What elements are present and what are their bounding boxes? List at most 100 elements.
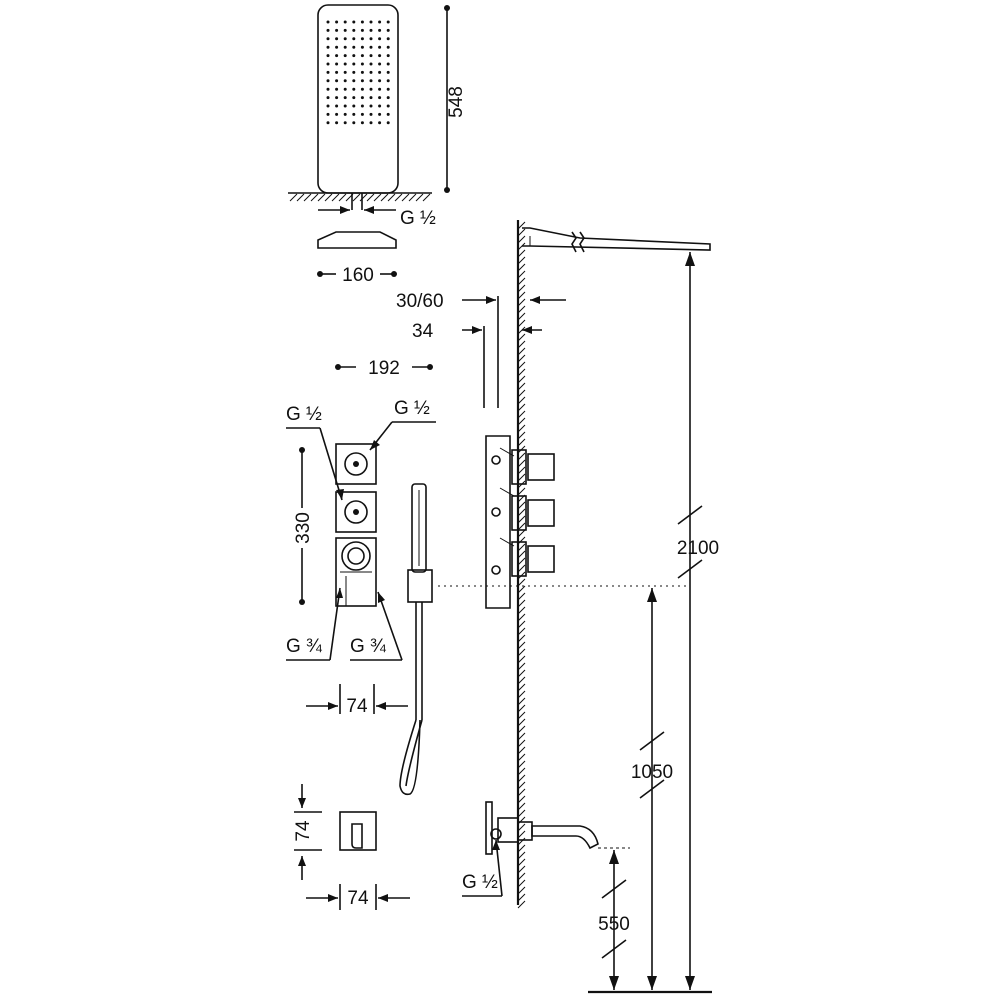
wall-hatch-line (517, 844, 526, 853)
floor-hatch-line (422, 193, 431, 202)
wall-hatch-line (517, 690, 526, 699)
nozzle-dot (386, 37, 390, 41)
nozzle-dot (343, 37, 347, 41)
nozzle-dot (343, 96, 347, 100)
nozzle-dot (335, 28, 339, 32)
dim-550-label: 550 (598, 914, 630, 935)
dim-g12-left: G ½ (286, 404, 344, 501)
wall-hatch-line (517, 606, 526, 615)
floor-hatch-line (387, 193, 396, 202)
wall-hatch-line (517, 515, 526, 524)
wall-hatch-line (517, 368, 526, 377)
wall-hatch-line (517, 886, 526, 895)
nozzle-dot (335, 62, 339, 66)
dim-330-label: 330 (293, 512, 314, 544)
nozzle-dot (343, 70, 347, 74)
nozzle-dot (369, 37, 373, 41)
dim-g34-right: G ¾ (350, 591, 403, 661)
nozzle-dot (386, 45, 390, 49)
floor-hatch-line (289, 193, 298, 202)
nozzle-dot (335, 54, 339, 58)
diverter-module (339, 811, 377, 851)
wall-hatch-line (517, 858, 526, 867)
wall-hatch-line (517, 578, 526, 587)
wall-hatch-line (517, 228, 526, 237)
wall-hatch-line (517, 837, 526, 846)
floor-hatch-line (331, 193, 340, 202)
nozzle-dot (352, 121, 356, 125)
nozzle-dot (352, 70, 356, 74)
nozzle-dot (352, 112, 356, 116)
wall-hatch-line (517, 746, 526, 755)
nozzle-dot (335, 87, 339, 91)
nozzle-dot (326, 96, 330, 100)
dim-g12-top: G ½ (318, 206, 436, 229)
side-mixer-body (485, 435, 555, 609)
floor-hatch-line (394, 193, 403, 202)
wall-hatch-line (517, 865, 526, 874)
nozzle-dot (369, 45, 373, 49)
nozzle-dot (378, 37, 382, 41)
nozzle-dot (378, 79, 382, 83)
wall-hatch-line (517, 872, 526, 881)
wall-hatch-line (517, 613, 526, 622)
dim-g12-right-label: G ½ (394, 398, 430, 419)
nozzle-dot (335, 20, 339, 24)
wall-hatch-line (517, 655, 526, 664)
wall-hatch-line (517, 326, 526, 335)
nozzle-dot (369, 104, 373, 108)
nozzle-dot (378, 45, 382, 49)
wall-hatch-line (517, 767, 526, 776)
nozzle-dot (386, 79, 390, 83)
floor-hatch-line (317, 193, 326, 202)
nozzle-dot (386, 28, 390, 32)
wall-hatch-line (517, 291, 526, 300)
floor-hatch-line (380, 193, 389, 202)
dim-g12-right: G ½ (369, 398, 436, 451)
nozzle-dot (360, 96, 364, 100)
wall-hatch-line (517, 361, 526, 370)
nozzle-dot (378, 54, 382, 58)
nozzle-dot (386, 70, 390, 74)
nozzle-dot (386, 87, 390, 91)
nozzle-dot (326, 54, 330, 58)
wall-hatch-line (517, 669, 526, 678)
nozzle-dot (343, 104, 347, 108)
nozzle-dot (326, 87, 330, 91)
wall-hatch-line (517, 718, 526, 727)
dim-g12-spout-label: G ½ (462, 872, 498, 893)
wall-hatch-line (517, 774, 526, 783)
wall-hatch-line (517, 312, 526, 321)
dim-g34-left-label: G ¾ (286, 636, 323, 657)
nozzle-dot (352, 28, 356, 32)
wall-hatch-line (517, 620, 526, 629)
wall-hatch-line (517, 431, 526, 440)
dim-30-60-label: 30/60 (396, 291, 444, 312)
nozzle-dot (369, 62, 373, 66)
nozzle-dot (369, 112, 373, 116)
nozzle-dot (343, 87, 347, 91)
wall-hatch-line (517, 760, 526, 769)
wall-hatch-line (517, 466, 526, 475)
wall-hatch-line (517, 424, 526, 433)
dim-74-a: 74 (306, 684, 408, 717)
nozzle-dot (360, 45, 364, 49)
wall-hatch-line (517, 270, 526, 279)
floor-hatch-line (408, 193, 417, 202)
dim-192: 192 (335, 358, 433, 379)
wall-hatch-line (517, 809, 526, 818)
nozzle-dot (369, 96, 373, 100)
wall-hatch-line (517, 732, 526, 741)
nozzle-dot (335, 37, 339, 41)
floor-hatch-line (352, 193, 361, 202)
nozzle-dot (386, 62, 390, 66)
wall-hatch-line (517, 347, 526, 356)
wall-hatch-line (517, 816, 526, 825)
nozzle-dot (369, 54, 373, 58)
nozzle-dot (326, 20, 330, 24)
wall-hatch-line (517, 333, 526, 342)
nozzle-dot (360, 20, 364, 24)
wall-hatch-line (517, 662, 526, 671)
nozzle-dot (360, 121, 364, 125)
